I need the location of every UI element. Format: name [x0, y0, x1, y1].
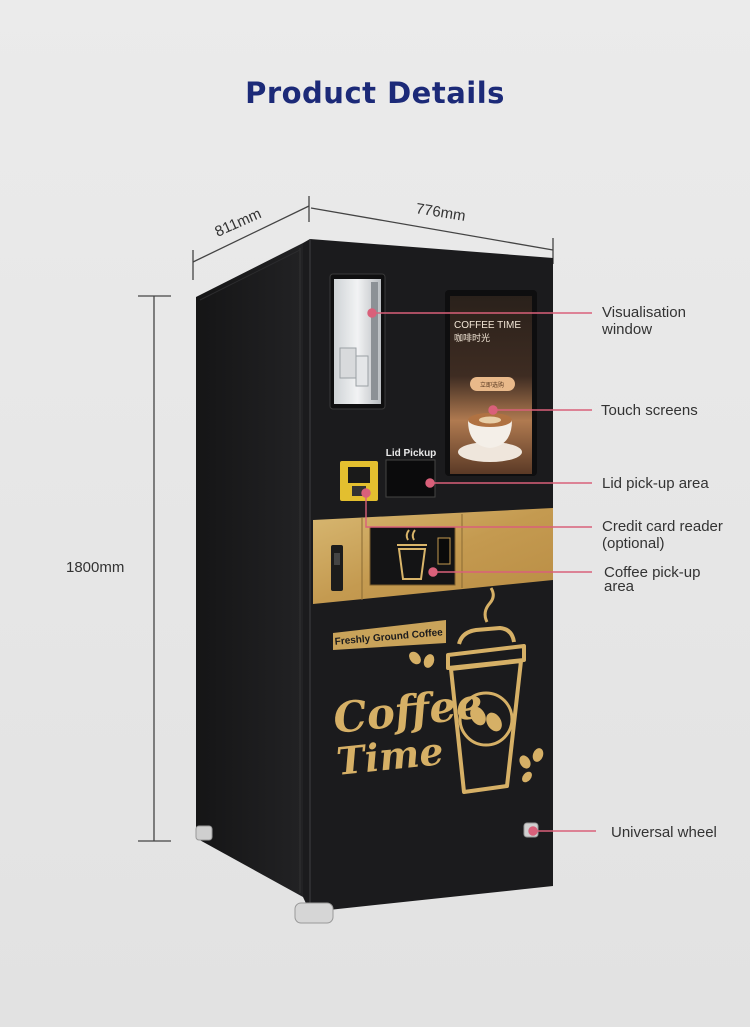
- lid-pickup-slot: [385, 459, 436, 498]
- width-label: 776mm: [415, 200, 467, 225]
- dimension-depth: [192, 196, 310, 280]
- page-title: Product Details: [245, 76, 505, 110]
- gold-service-band: [313, 508, 553, 604]
- freshly-ground-banner: Freshly Ground Coffee: [333, 620, 446, 650]
- callout-lines: [361, 308, 596, 836]
- height-label: 1800mm: [66, 559, 125, 576]
- callout-universal-wheel: Universal wheel: [611, 824, 717, 841]
- touch-screen: COFFEE TIME 咖啡时光 立即选购: [445, 290, 537, 476]
- callout-lid-pickup-area: Lid pick-up area: [602, 475, 709, 492]
- cup-icon: [397, 529, 427, 580]
- svg-text:Time: Time: [334, 728, 445, 784]
- lid-pickup-label: Lid Pickup: [386, 448, 437, 459]
- screen-buy-button[interactable]: [470, 377, 515, 391]
- screen-subheading: 咖啡时光: [454, 332, 490, 344]
- callout-credit-card-reader: Credit card reader(optional): [602, 518, 723, 552]
- large-cup-icon: [446, 587, 526, 794]
- screen-heading: COFFEE TIME: [454, 320, 521, 331]
- callout-touch-screens: Touch screens: [601, 402, 698, 419]
- coffee-bean-icon: [458, 691, 514, 747]
- machine-side-panel: [196, 243, 303, 897]
- dimension-height: [138, 295, 171, 842]
- credit-card-reader: [340, 461, 378, 501]
- depth-label: 811mm: [212, 205, 264, 240]
- screen-buy-label: 立即选购: [480, 381, 504, 389]
- bean-decorations: [409, 651, 544, 783]
- visualisation-window: [329, 273, 386, 410]
